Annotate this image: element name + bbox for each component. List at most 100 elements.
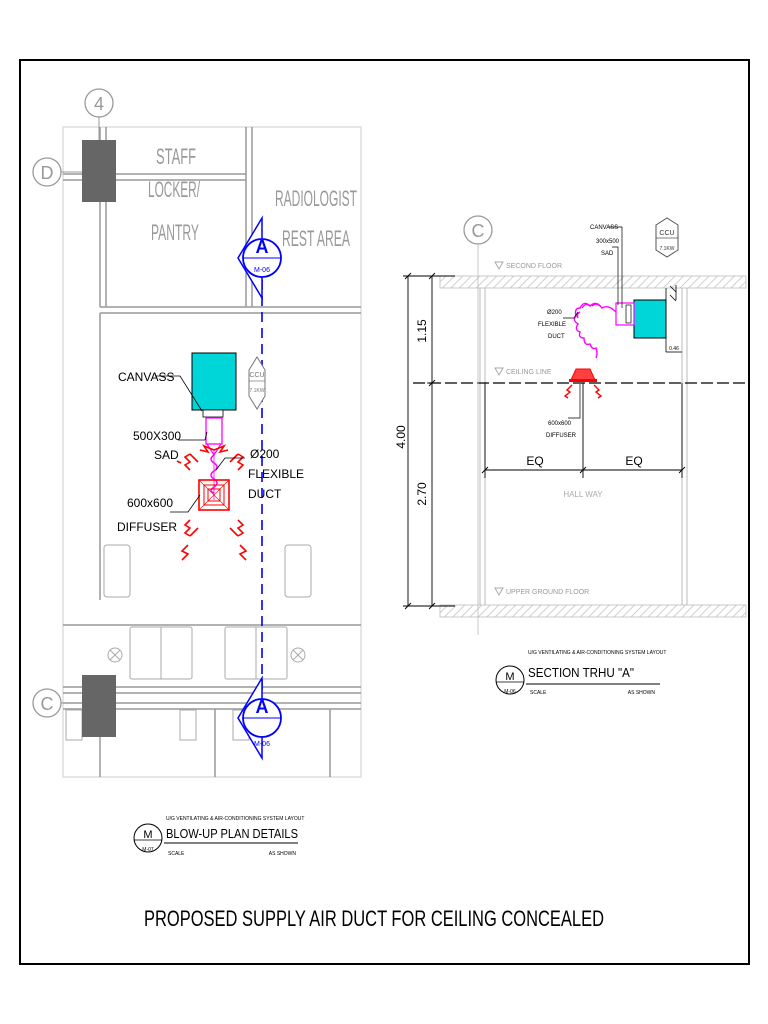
ccu-tag: CCU 7.1KW — [248, 356, 266, 410]
callout-sad-size: 300x500 — [596, 239, 620, 245]
room-staff-locker: STAFF LOCKER/ PANTRY — [148, 144, 200, 245]
grid-label-c-plan: C — [41, 694, 54, 714]
level-label: CEILING LINE — [506, 369, 552, 376]
diffuser-plan — [198, 479, 230, 511]
ccu-tag-capacity: 7.1KW — [249, 388, 264, 394]
callout-sad-name: SAD — [601, 251, 614, 257]
callout-flex-name: FLEXIBLE — [248, 467, 304, 481]
callout-flexible-duct: Ø200 FLEXIBLE DUCT — [248, 447, 304, 501]
grid-bubble-c-plan: C — [32, 688, 82, 718]
ccu-tag-section: CCU 7.1KW — [655, 217, 679, 258]
column-d4 — [82, 140, 116, 202]
room-name-line: PANTRY — [151, 220, 199, 245]
plan-title-block: U/G VENTILATING & AIR-CONDITIONING SYSTE… — [133, 816, 304, 857]
dimension-eq-right: EQ — [625, 454, 642, 468]
plan-furniture — [65, 544, 312, 741]
callout-diffuser-section: 600x600 DIFFUSER — [546, 421, 577, 439]
section-leaders — [563, 226, 623, 419]
section-marker-letter: A — [256, 237, 269, 257]
level-label: UPPER GROUND FLOOR — [506, 589, 589, 596]
airflow-arrows-section — [563, 384, 603, 399]
canvass-section — [625, 304, 632, 324]
ccu-unit — [191, 352, 237, 411]
plan-title-bubble-letter: M — [143, 829, 152, 841]
flexible-duct-section — [573, 302, 617, 359]
supply-air-duct — [205, 417, 223, 500]
plan-title-bubble-ref: M-07 — [142, 847, 154, 853]
dimension-total: 4.00 — [394, 425, 408, 449]
level-upper-ground-floor: UPPER GROUND FLOOR — [494, 587, 589, 597]
second-floor-slab — [439, 275, 747, 289]
plan-title-scale-value: AS SHOWN — [269, 851, 297, 857]
level-ceiling-line: CEILING LINE — [494, 367, 552, 377]
room-name-line: STAFF — [156, 144, 196, 169]
callout-sad-section: 300x500 SAD — [596, 239, 620, 257]
grid-bubble-c-section: C — [463, 215, 493, 635]
ccu-tag-label: CCU — [659, 230, 674, 237]
dimension-upper: 1.15 — [415, 319, 429, 343]
column-c4 — [82, 675, 116, 737]
ground-floor-slab — [439, 604, 747, 618]
eq-dimension — [481, 383, 686, 478]
grid-bubble-4: 4 — [84, 88, 114, 140]
callout-flex-type: DUCT — [248, 487, 282, 501]
callout-flex-section: Ø200 FLEXIBLE DUCT — [538, 310, 566, 340]
level-second-floor: SECOND FLOOR — [494, 261, 562, 271]
ccu-hangers — [665, 285, 682, 353]
section-title-subtitle: U/G VENTILATING & AIR-CONDITIONING SYSTE… — [528, 650, 666, 656]
section-title: SECTION TRHU "A" — [528, 665, 634, 680]
grid-label-4: 4 — [94, 94, 104, 114]
room-name-line: LOCKER/ — [148, 177, 200, 202]
space-label-hallway: HALL WAY — [563, 490, 603, 499]
section-title-scale-label: SCALE — [530, 690, 547, 696]
section-marker-ref: M-06 — [254, 741, 270, 748]
dimension-lower: 2.70 — [415, 482, 429, 506]
callout-sad-name: SAD — [154, 448, 179, 462]
section-title-scale-value: AS SHOWN — [628, 690, 656, 696]
plan-title-subtitle: U/G VENTILATING & AIR-CONDITIONING SYSTE… — [166, 816, 304, 822]
section-marker-bottom: A M-06 — [237, 675, 282, 761]
callout-flex-size: Ø200 — [547, 310, 562, 316]
section-title-bubble-ref: M-06 — [504, 689, 516, 695]
callout-canvass-section: CANVASS — [590, 225, 618, 231]
callout-flex-type: DUCT — [548, 334, 565, 340]
ccu-unit-section — [633, 299, 667, 339]
callout-sad-size: 500X300 — [133, 429, 181, 443]
section-marker-letter: A — [256, 697, 269, 717]
dimension-eq-left: EQ — [526, 454, 543, 468]
airflow-arrows — [176, 444, 248, 561]
callout-diffuser-size: 600x600 — [127, 496, 173, 510]
section-title-block: U/G VENTILATING & AIR-CONDITIONING SYSTE… — [495, 650, 666, 696]
plan-leaders — [155, 375, 245, 513]
room-name-line: RADIOLOGIST — [275, 186, 357, 211]
callout-diffuser: 600x600 DIFFUSER — [117, 496, 177, 534]
section-marker-top: A M-06 — [237, 215, 282, 301]
sad-collar — [205, 417, 223, 445]
callout-sad: 500X300 SAD — [133, 429, 181, 462]
callout-diffuser-name: DIFFUSER — [546, 433, 577, 439]
callout-canvass: CANVASS — [118, 370, 174, 384]
flexible-duct — [210, 454, 218, 494]
canvass-connector — [202, 409, 224, 418]
callout-diffuser-size: 600x600 — [548, 421, 572, 427]
section-title-bubble-letter: M — [505, 671, 514, 683]
callout-flex-name: FLEXIBLE — [538, 322, 566, 328]
room-radiologist: RADIOLOGIST REST AREA — [275, 186, 357, 251]
section-marker-ref: M-06 — [254, 267, 270, 274]
ccu-clearance-dim: 0.46 — [669, 346, 679, 352]
plan-frame — [62, 126, 362, 778]
ccu-tag-capacity: 7.1KW — [659, 246, 674, 252]
diffuser-section — [569, 368, 597, 382]
callout-flex-size: Ø200 — [250, 447, 280, 461]
grid-bubble-d: D — [32, 157, 82, 187]
plan-title: BLOW-UP PLAN DETAILS — [166, 826, 298, 841]
callout-diffuser-name: DIFFUSER — [117, 520, 177, 534]
sheet-border — [19, 59, 750, 965]
section-trhu-a: C SECOND FLOOR CEILING LINE UPPER GROUND… — [394, 215, 747, 696]
plan-title-scale-label: SCALE — [168, 851, 185, 857]
vertical-dimensions — [403, 272, 455, 610]
blow-up-plan: 4 D C STAFF LOCKER/ PANTRY RADIOLOGIST R… — [32, 88, 362, 857]
ccu-tag-label: CCU — [249, 372, 264, 379]
grid-label-c-section: C — [472, 221, 485, 241]
